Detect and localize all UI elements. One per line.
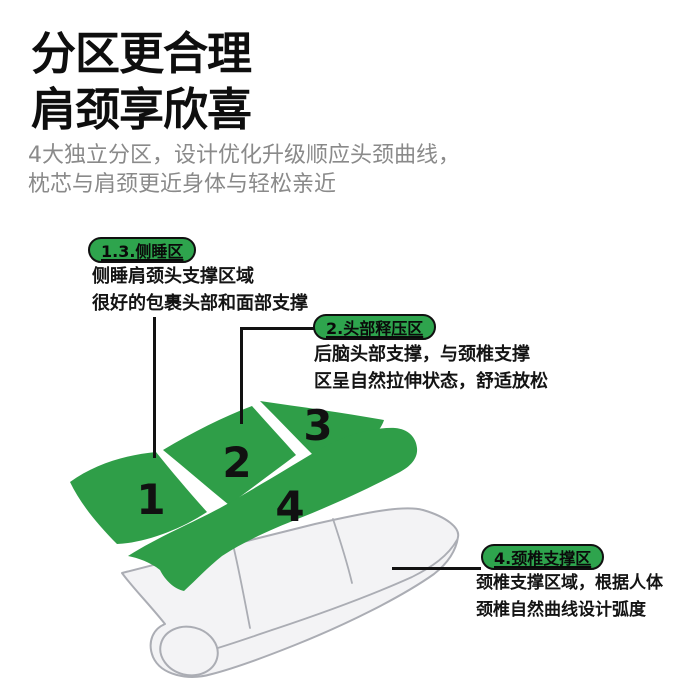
desc-head-release-line-1: 后脑头部支撑，与颈椎支撑 xyxy=(314,344,530,365)
connector-line-zone4 xyxy=(392,567,481,570)
page-subtitle: 4大独立分区，设计优化升级顺应头颈曲线， 枕芯与肩颈更近身体与轻松亲近 xyxy=(28,141,460,199)
zone-3-number: 3 xyxy=(303,401,332,450)
subtitle-line-1: 4大独立分区，设计优化升级顺应头颈曲线， xyxy=(28,143,460,168)
pillow-seam-left xyxy=(233,548,251,629)
zone-2-shape xyxy=(163,406,296,505)
desc-side-sleep-line-1: 侧睡肩颈头支撑区域 xyxy=(92,266,254,287)
pillow-front-crease xyxy=(195,539,458,655)
pillow-roll-end xyxy=(159,625,219,677)
zone-2-number: 2 xyxy=(222,438,251,487)
desc-head-release-line-2: 区呈自然拉伸状态，舒适放松 xyxy=(314,371,548,392)
desc-head-release-zone: 后脑头部支撑，与颈椎支撑 区呈自然拉伸状态，舒适放松 xyxy=(314,341,548,395)
badge-head-release-zone: 2.头部释压区 xyxy=(313,314,437,340)
pillow-illustration xyxy=(121,507,460,678)
badge-side-sleep-zone: 1.3.侧睡区 xyxy=(88,237,197,263)
title-line-1: 分区更合理 xyxy=(31,27,252,80)
subtitle-line-2: 枕芯与肩颈更近身体与轻松亲近 xyxy=(28,172,337,197)
connector-line-zone2-vertical xyxy=(240,327,243,424)
connector-line-zone1 xyxy=(153,317,156,458)
desc-neck-support-line-1: 颈椎支撑区域，根据人体 xyxy=(476,573,663,593)
desc-side-sleep-zone: 侧睡肩颈头支撑区域 很好的包裹头部和面部支撑 xyxy=(92,263,308,317)
zone-1-shape xyxy=(70,452,207,544)
title-line-2: 肩颈享欣喜 xyxy=(31,83,252,136)
zone-4-number: 4 xyxy=(275,482,304,531)
pillow-zones: 1 2 3 4 xyxy=(70,401,418,591)
desc-side-sleep-line-2: 很好的包裹头部和面部支撑 xyxy=(92,293,308,314)
pillow-seam-right xyxy=(332,518,353,584)
page-title: 分区更合理 肩颈享欣喜 xyxy=(31,26,252,138)
badge-neck-support-zone: 4.颈椎支撑区 xyxy=(481,544,605,570)
zone-4-shape xyxy=(128,427,418,591)
desc-neck-support-line-2: 颈椎自然曲线设计弧度 xyxy=(476,600,646,620)
connector-line-zone2-horizontal xyxy=(240,327,314,330)
desc-neck-support-zone: 颈椎支撑区域，根据人体 颈椎自然曲线设计弧度 xyxy=(476,570,663,624)
zone-1-number: 1 xyxy=(136,475,165,524)
